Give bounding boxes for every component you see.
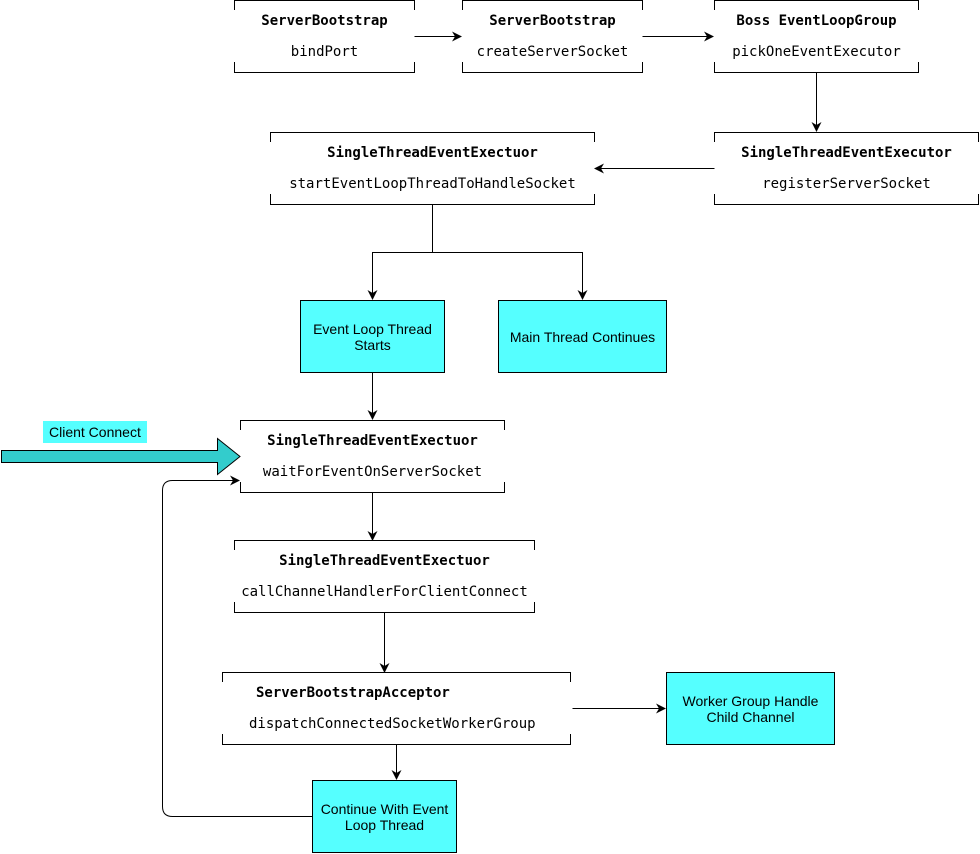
node-title: ServerBootstrapAcceptor: [256, 685, 450, 701]
bootstrap-acceptor-node: ServerBootstrapAcceptor dispatchConnecte…: [222, 672, 571, 745]
arrow-continue-loop-back: [162, 475, 313, 817]
worker-group-box: Worker Group Handle Child Channel: [666, 672, 835, 745]
node-title: ServerBootstrap: [489, 13, 616, 29]
register-server-socket-node: SingleThreadEventExecutor registerServer…: [714, 132, 979, 205]
boss-event-loop-group-node: Boss EventLoopGroup pickOneEventExecutor: [714, 0, 919, 73]
node-title: ServerBootstrap: [261, 13, 388, 29]
node-method: bindPort: [290, 44, 359, 60]
node-title: SingleThreadEventExecutor: [741, 145, 952, 161]
node-method: createServerSocket: [476, 44, 629, 60]
node-method: pickOneEventExecutor: [732, 44, 901, 60]
node-title: Boss EventLoopGroup: [736, 13, 897, 29]
client-connect-arrow: [1, 437, 241, 476]
node-title: SingleThreadEventExectuor: [327, 145, 538, 161]
node-title: SingleThreadEventExectuor: [279, 553, 490, 569]
create-server-socket-node: ServerBootstrap createServerSocket: [462, 0, 643, 73]
arrow-start-to-loop-starts: [367, 204, 433, 300]
node-method: startEventLoopThreadToHandleSocket: [289, 176, 576, 192]
node-method: dispatchConnectedSocketWorkerGroup: [249, 716, 536, 732]
node-title: SingleThreadEventExectuor: [267, 433, 478, 449]
call-channel-handler-node: SingleThreadEventExectuor callChannelHan…: [234, 540, 535, 613]
bind-port-node: ServerBootstrap bindPort: [234, 0, 415, 73]
node-method: callChannelHandlerForClientConnect: [241, 584, 528, 600]
start-event-loop-node: SingleThreadEventExectuor startEventLoop…: [270, 132, 595, 205]
node-method: waitForEventOnServerSocket: [262, 464, 483, 480]
continue-event-loop-box: Continue With Event Loop Thread: [312, 780, 457, 853]
arrow-start-to-main-continues: [432, 252, 588, 300]
main-thread-continues-box: Main Thread Continues: [498, 300, 667, 373]
client-connect-label: Client Connect: [43, 421, 147, 443]
event-loop-starts-box: Event Loop Thread Starts: [300, 300, 445, 373]
wait-for-event-node: SingleThreadEventExectuor waitForEventOn…: [240, 420, 505, 493]
node-method: registerServerSocket: [762, 176, 931, 192]
connector-arrows: [162, 31, 822, 817]
